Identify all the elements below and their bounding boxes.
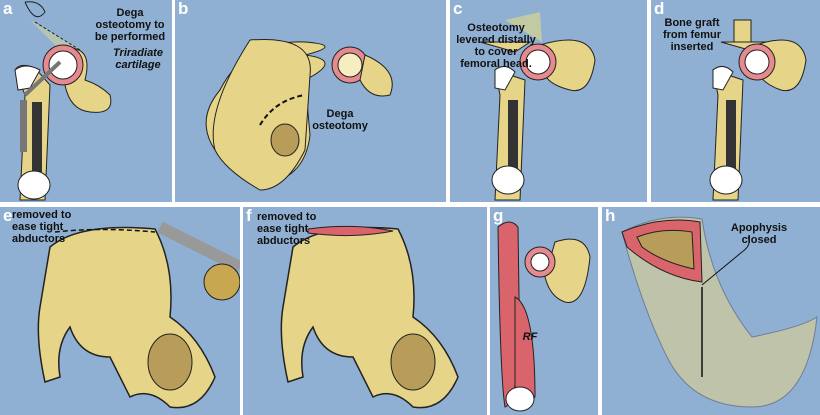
femur-hip-illustration — [479, 12, 596, 201]
panel-f: f removed to ease tight abductors — [243, 207, 487, 415]
panel-g: g RF — [490, 207, 598, 415]
pelvis-illustration — [280, 225, 459, 409]
panel-b: b Dega osteotomy — [175, 0, 446, 202]
panel-label: f — [246, 207, 252, 225]
panel-c: c Osteotomy levered distally to cover fe… — [450, 0, 647, 202]
annotation-dega-osteotomy: Dega osteotomy — [312, 108, 368, 132]
panel-a: a Dega osteotomy to be performed Triradi… — [0, 0, 172, 202]
annotation-bone-graft: Bone graft from femur inserted — [662, 17, 722, 53]
annotation-dega-osteotomy: Dega osteotomy to be performed — [94, 7, 166, 43]
panel-h: h Apophysis closed — [602, 207, 820, 415]
label-rectus-femoris: RF — [522, 331, 538, 343]
panel-label: e — [3, 207, 13, 225]
annotation-apophysis-closed: Apophysis closed — [730, 222, 788, 246]
femur-hip-illustration — [14, 1, 112, 201]
apophysis-closure-illustration — [621, 216, 818, 408]
panel-d: d Bone graft from femur inserted — [651, 0, 820, 202]
femur-hip-illustration — [709, 19, 807, 201]
panel-e: e removed to ease tight abductors — [0, 207, 240, 415]
muscle-femur-illustration — [497, 221, 591, 412]
panel-label: c — [453, 0, 463, 18]
pelvis-burr-illustration — [37, 221, 240, 409]
panel-label: d — [654, 0, 665, 18]
panel-label: g — [493, 207, 504, 225]
panel-label: a — [3, 0, 13, 18]
annotation-triradiate-cartilage: Triradiate cartilage — [113, 47, 163, 71]
pelvis-illustration — [205, 38, 393, 191]
panel-label: h — [605, 207, 616, 225]
annotation-removed: removed to ease tight abductors — [12, 209, 72, 245]
annotation-removed: removed to ease tight abductors — [257, 211, 317, 247]
panel-label: b — [178, 0, 189, 18]
annotation-osteotomy-levered: Osteotomy levered distally to cover femo… — [456, 22, 536, 70]
